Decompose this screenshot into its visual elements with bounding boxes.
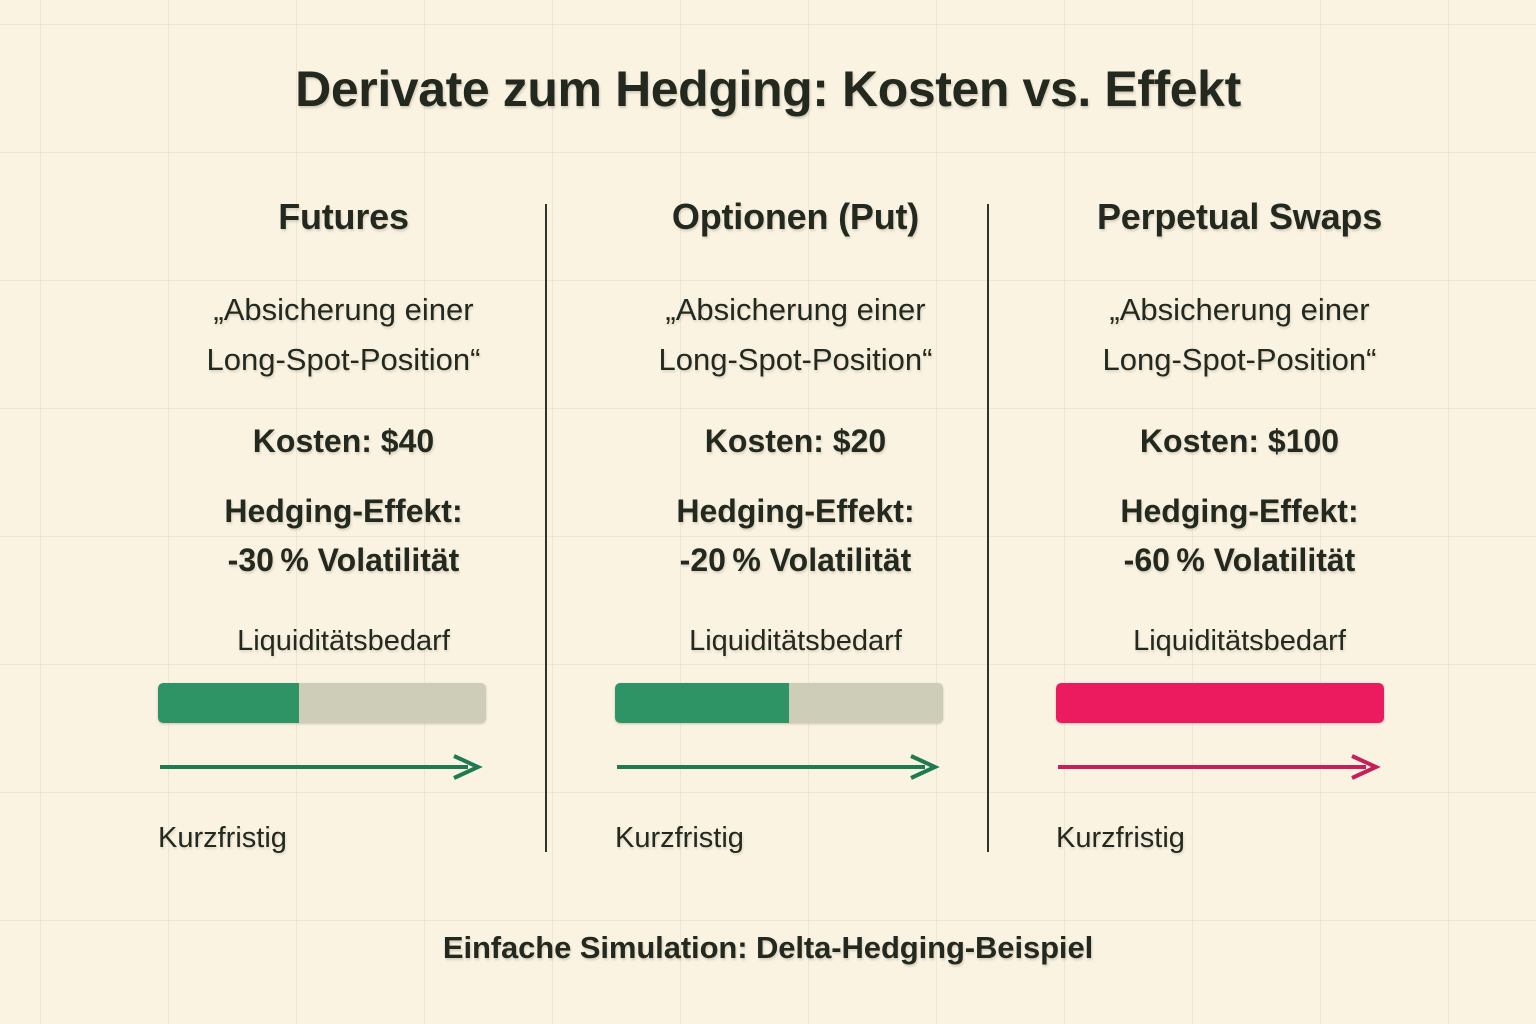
column-divider-1 [545,204,547,852]
comparison-columns: Futures „Absicherung einer Long-Spot-Pos… [112,196,1442,856]
column-title-futures: Futures [278,196,409,237]
column-title-perpetual-swaps: Perpetual Swaps [1096,196,1383,237]
liquidity-bar-fill-perpetual-swaps [1056,683,1384,723]
effect-line-2: -30 % Volatilität [227,542,460,578]
horizon-arrow-optionen-put [615,752,945,780]
quote-line-2: Long-Spot-Position“ [658,342,933,377]
column-perpetual-swaps: Perpetual Swaps „Absicherung einer Long-… [998,196,1441,856]
footer-caption: Einfache Simulation: Delta-Hedging-Beisp… [442,930,1094,965]
horizon-arrow-futures [158,752,488,780]
horizon-arrow-perpetual-swaps [1056,752,1386,780]
quote-line-1: „Absicherung einer [665,292,926,327]
column-effect-optionen-put: Hedging-Effekt: -20 % Volatilität [615,487,976,585]
column-cost-perpetual-swaps: Kosten: $100 [1139,423,1340,459]
column-futures: Futures „Absicherung einer Long-Spot-Pos… [112,196,555,856]
effect-line-1: Hedging-Effekt: [224,493,463,529]
column-effect-futures: Hedging-Effekt: -30 % Volatilität [158,487,529,585]
quote-line-1: „Absicherung einer [213,292,474,327]
effect-line-1: Hedging-Effekt: [1120,493,1359,529]
column-optionen-put: Optionen (Put) „Absicherung einer Long-S… [555,196,998,856]
quote-line-2: Long-Spot-Position“ [206,342,481,377]
column-cost-optionen-put: Kosten: $20 [704,423,887,459]
horizon-label-perpetual-swaps: Kurzfristig [1056,822,1185,854]
quote-line-1: „Absicherung einer [1109,292,1370,327]
horizon-label-futures: Kurzfristig [158,822,287,854]
column-quote-futures: „Absicherung einer Long-Spot-Position“ [158,285,529,385]
liquidity-label-futures: Liquiditätsbedarf [237,625,450,657]
column-title-optionen-put: Optionen (Put) [671,196,920,237]
column-quote-optionen-put: „Absicherung einer Long-Spot-Position“ [615,285,976,385]
liquidity-label-perpetual-swaps: Liquiditätsbedarf [1133,625,1346,657]
liquidity-bar-optionen-put [615,683,943,723]
column-divider-2 [987,204,989,852]
liquidity-bar-perpetual-swaps [1056,683,1384,723]
column-effect-perpetual-swaps: Hedging-Effekt: -60 % Volatilität [1056,487,1423,585]
liquidity-bar-fill-optionen-put [615,683,789,723]
effect-line-1: Hedging-Effekt: [676,493,915,529]
effect-line-2: -20 % Volatilität [679,542,912,578]
horizon-label-optionen-put: Kurzfristig [615,822,744,854]
liquidity-label-optionen-put: Liquiditätsbedarf [689,625,902,657]
column-cost-futures: Kosten: $40 [252,423,435,459]
effect-line-2: -60 % Volatilität [1123,542,1356,578]
liquidity-bar-futures [158,683,486,723]
page-title: Derivate zum Hedging: Kosten vs. Effekt [295,61,1241,117]
column-quote-perpetual-swaps: „Absicherung einer Long-Spot-Position“ [1056,285,1423,385]
liquidity-bar-fill-futures [158,683,300,723]
quote-line-2: Long-Spot-Position“ [1102,342,1377,377]
